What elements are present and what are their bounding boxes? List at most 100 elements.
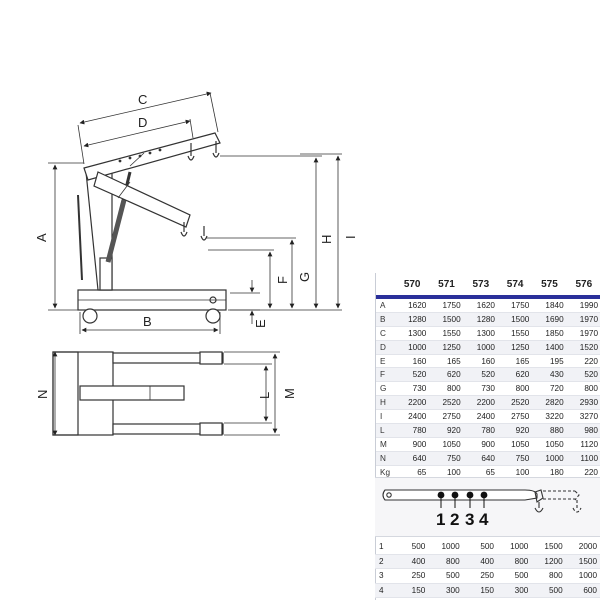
table-cell: 500 xyxy=(394,540,429,555)
table-cell: 1280 xyxy=(463,312,498,327)
table-cell: 1850 xyxy=(532,326,567,341)
table-cell: 1400 xyxy=(532,340,567,355)
table-cell: 900 xyxy=(395,437,430,452)
model-header: 574 xyxy=(497,273,533,299)
model-header: 576 xyxy=(566,273,600,299)
table-cell: 620 xyxy=(429,367,464,383)
position-digit-2: 2 xyxy=(450,510,459,529)
table-cell: 730 xyxy=(463,381,498,397)
table-cell: 620 xyxy=(497,367,533,383)
table-cell: 1500 xyxy=(429,312,464,327)
table-cell: 780 xyxy=(463,423,498,438)
table-cell: 2520 xyxy=(429,395,464,411)
extended-boom-outline xyxy=(543,490,582,513)
table-cell: 3270 xyxy=(566,409,600,425)
row-label: H xyxy=(376,395,395,411)
table-cell: 1520 xyxy=(566,340,600,355)
table-cell: 2520 xyxy=(497,395,533,411)
table-cell: 150 xyxy=(394,583,429,598)
row-label: 2 xyxy=(375,554,394,569)
table-cell: 1990 xyxy=(566,297,600,313)
dim-label-g: G xyxy=(297,272,312,282)
position-marker-4 xyxy=(480,491,488,499)
table-cell: 165 xyxy=(429,354,464,369)
table-cell: 1200 xyxy=(531,554,566,569)
dim-label-e: E xyxy=(253,319,268,328)
table-cell: 1300 xyxy=(463,326,498,341)
top-boom xyxy=(79,385,185,401)
dim-label-a: A xyxy=(34,233,49,242)
table-cell: 2930 xyxy=(566,395,600,411)
table-cell: 750 xyxy=(429,451,464,466)
table-cell: 1970 xyxy=(566,312,600,327)
table-cell: 220 xyxy=(566,354,600,369)
dim-label-i: I xyxy=(343,235,358,239)
table-cell: 2750 xyxy=(429,409,464,425)
table-cell: 640 xyxy=(463,451,498,466)
table-cell: 1690 xyxy=(532,312,567,327)
table-cell: 880 xyxy=(532,423,567,438)
row-label: I xyxy=(376,409,395,425)
dim-label-m: M xyxy=(282,388,297,399)
table-cell: 500 xyxy=(428,568,463,584)
table-cell: 1300 xyxy=(395,326,430,341)
dim-label-n: N xyxy=(35,390,50,399)
position-marker-2 xyxy=(451,491,459,499)
row-label: B xyxy=(376,312,395,327)
table-cell: 1750 xyxy=(497,297,533,313)
dim-label-b: B xyxy=(143,314,152,329)
position-marker-3 xyxy=(466,491,474,499)
table-cell: 2750 xyxy=(497,409,533,425)
table-cell: 920 xyxy=(497,423,533,438)
table-cell: 2400 xyxy=(463,409,498,425)
row-label: G xyxy=(376,381,395,397)
table-cell: 300 xyxy=(428,583,463,598)
table-cell: 1050 xyxy=(532,437,567,452)
table-cell: 1000 xyxy=(532,451,567,466)
table-cell: 300 xyxy=(496,583,532,598)
boom-tip-hook xyxy=(534,489,544,513)
table-cell: 195 xyxy=(532,354,567,369)
row-label: M xyxy=(376,437,395,452)
model-header: 575 xyxy=(532,273,567,299)
table-cell: 800 xyxy=(428,554,463,569)
table-cell: 1620 xyxy=(463,297,498,313)
table-cell: 165 xyxy=(497,354,533,369)
row-label: 3 xyxy=(375,568,394,584)
table-cell: 1100 xyxy=(566,451,600,466)
table-cell: 980 xyxy=(566,423,600,438)
row-label: F xyxy=(376,367,395,383)
table-cell: 800 xyxy=(566,381,600,397)
position-digit-3: 3 xyxy=(465,510,474,529)
table-cell: 520 xyxy=(463,367,498,383)
front-wheel xyxy=(205,308,221,324)
boom-beam xyxy=(382,489,538,501)
table-cell: 1970 xyxy=(566,326,600,341)
table-cell: 400 xyxy=(462,554,497,569)
dim-label-c: C xyxy=(138,92,147,107)
model-header: 573 xyxy=(463,273,498,299)
side-view-dimensions xyxy=(48,91,342,334)
row-label: L xyxy=(376,423,395,438)
table-cell: 640 xyxy=(395,451,430,466)
table-cell: 1500 xyxy=(565,554,600,569)
table-cell: 3220 xyxy=(532,409,567,425)
table-cell: 600 xyxy=(565,583,600,598)
model-header: 571 xyxy=(429,273,464,299)
table-cell: 730 xyxy=(395,381,430,397)
table-cell: 1620 xyxy=(395,297,430,313)
position-digit-1: 1 xyxy=(436,510,445,529)
table-cell: 800 xyxy=(429,381,464,397)
table-cell: 1120 xyxy=(566,437,600,452)
table-cell: 2200 xyxy=(395,395,430,411)
hook-raised-inner xyxy=(187,143,195,161)
